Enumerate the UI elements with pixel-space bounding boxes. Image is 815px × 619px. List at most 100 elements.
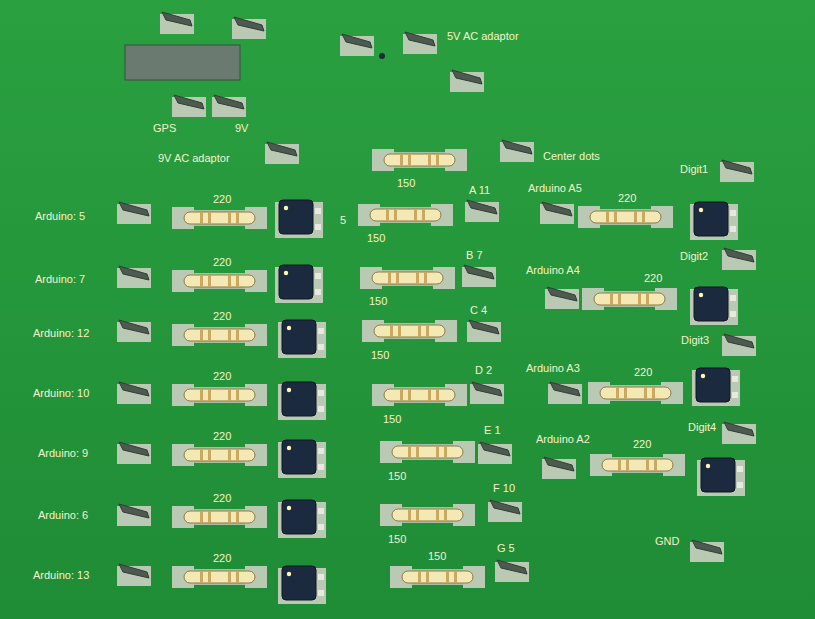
- header-symbol: [117, 442, 151, 464]
- header-symbol: [340, 34, 374, 56]
- silkscreen-label: 220: [644, 272, 662, 285]
- ic-chip: [278, 320, 326, 358]
- silkscreen-label: 150: [428, 550, 446, 563]
- ic-chip: [278, 500, 326, 538]
- silkscreen-label: 150: [388, 533, 406, 546]
- silkscreen-label: B 7: [466, 249, 483, 262]
- resistor-symbol: [588, 382, 683, 404]
- silkscreen-label: 150: [383, 413, 401, 426]
- silkscreen-label: Arduino: 9: [38, 447, 88, 460]
- header-symbol: [488, 500, 522, 522]
- silkscreen-label: Arduino A4: [526, 264, 580, 277]
- silkscreen-label: Arduino: 7: [35, 273, 85, 286]
- header-symbol: [403, 32, 437, 54]
- silkscreen-label: Arduino: 6: [38, 509, 88, 522]
- silkscreen-label: Arduino: 10: [33, 387, 89, 400]
- silkscreen-label: Arduino A2: [536, 433, 590, 446]
- header-symbol: [232, 17, 266, 39]
- silkscreen-label: 220: [633, 438, 651, 451]
- header-symbol: [720, 160, 754, 182]
- silkscreen-label: Digit3: [681, 334, 709, 347]
- resistor-symbol: [590, 454, 685, 476]
- ic-chip: [275, 200, 323, 238]
- resistor-symbol: [172, 566, 267, 588]
- header-symbol: [722, 422, 756, 444]
- silkscreen-label: G 5: [497, 542, 515, 555]
- silkscreen-label: Digit1: [680, 163, 708, 176]
- silkscreen-label: 150: [388, 470, 406, 483]
- resistor-symbol: [380, 504, 475, 526]
- silkscreen-label: D 2: [475, 364, 492, 377]
- resistor-symbol: [390, 566, 485, 588]
- silkscreen-label: 220: [213, 430, 231, 443]
- silkscreen-label: 220: [213, 193, 231, 206]
- header-symbol: [172, 95, 206, 117]
- header-symbol: [212, 95, 246, 117]
- header-symbol: [117, 504, 151, 526]
- silkscreen-label: 9V AC adaptor: [158, 152, 230, 165]
- silkscreen-label: Arduino A3: [526, 362, 580, 375]
- header-symbol: [542, 457, 576, 479]
- ic-chip: [692, 368, 740, 406]
- header-symbol: [117, 266, 151, 288]
- ic-chip: [278, 440, 326, 478]
- silkscreen-label: Digit4: [688, 421, 716, 434]
- silkscreen-label: Arduino A5: [528, 182, 582, 195]
- silkscreen-label: A 11: [469, 184, 490, 197]
- resistor-symbol: [172, 270, 267, 292]
- silkscreen-label: 220: [213, 370, 231, 383]
- resistor-symbol: [358, 204, 453, 226]
- silkscreen-label: GND: [655, 535, 679, 548]
- resistor-symbol: [172, 444, 267, 466]
- header-symbol: [478, 442, 512, 464]
- resistor-symbol: [582, 288, 677, 310]
- resistor-symbol: [172, 506, 267, 528]
- header-block: [125, 45, 240, 80]
- header-symbol: [265, 142, 299, 164]
- silkscreen-label: 220: [213, 310, 231, 323]
- ic-chip: [275, 265, 323, 303]
- resistor-symbol: [360, 267, 455, 289]
- header-symbol: [548, 382, 582, 404]
- silkscreen-label: GPS: [153, 122, 176, 135]
- resistor-symbol: [372, 149, 467, 171]
- ic-chip: [278, 382, 326, 420]
- header-symbol: [117, 202, 151, 224]
- resistor-symbol: [372, 384, 467, 406]
- silkscreen-label: Center dots: [543, 150, 600, 163]
- header-symbol: [117, 320, 151, 342]
- silkscreen-label: C 4: [470, 304, 487, 317]
- silkscreen-label: E 1: [484, 424, 501, 437]
- mount-hole: [379, 53, 385, 59]
- header-symbol: [722, 334, 756, 356]
- silkscreen-label: Digit2: [680, 250, 708, 263]
- resistor-symbol: [362, 320, 457, 342]
- resistor-symbol: [172, 207, 267, 229]
- resistor-symbol: [380, 441, 475, 463]
- header-symbol: [495, 560, 529, 582]
- header-symbol: [117, 382, 151, 404]
- header-symbol: [540, 202, 574, 224]
- resistor-symbol: [172, 324, 267, 346]
- silkscreen-label: F 10: [493, 482, 515, 495]
- silkscreen-label: 5V AC adaptor: [447, 30, 519, 43]
- silkscreen-label: 150: [367, 232, 385, 245]
- header-symbol: [500, 140, 534, 162]
- header-symbol: [545, 287, 579, 309]
- silkscreen-label: 220: [618, 192, 636, 205]
- header-symbol: [450, 70, 484, 92]
- resistor-symbol: [172, 384, 267, 406]
- ic-chip: [690, 202, 738, 240]
- header-symbol: [722, 248, 756, 270]
- header-symbol: [465, 200, 499, 222]
- silkscreen-label: Arduino: 13: [33, 569, 89, 582]
- silkscreen-label: 220: [634, 366, 652, 379]
- silkscreen-label: 220: [213, 552, 231, 565]
- header-symbol: [470, 382, 504, 404]
- header-symbol: [690, 540, 724, 562]
- silkscreen-label: 150: [397, 177, 415, 190]
- header-symbol: [462, 265, 496, 287]
- header-symbol: [160, 12, 194, 34]
